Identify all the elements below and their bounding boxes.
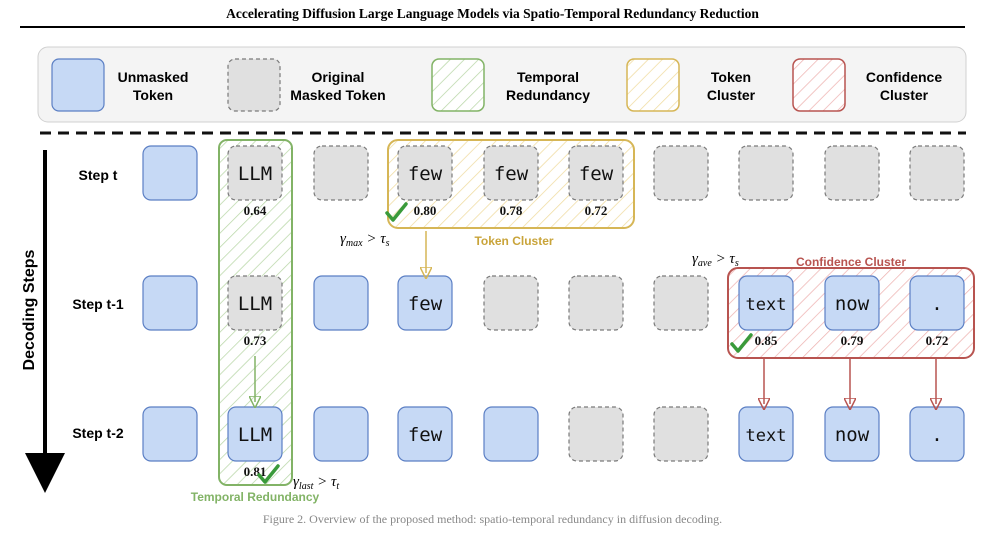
token-text: few	[494, 163, 529, 185]
confidence-value: 0.80	[414, 203, 437, 218]
unmasked-token	[142, 406, 198, 462]
legend-label-temporal-1: Temporal	[517, 69, 579, 85]
legend-item-token-cluster: Token Cluster	[626, 58, 756, 112]
token-text: LLM	[238, 293, 272, 315]
confidence-value: 0.85	[755, 333, 778, 348]
confidence-value: 0.81	[244, 464, 267, 479]
legend-swatch-masked	[227, 58, 281, 112]
masked-token	[568, 406, 624, 462]
token-text: text	[746, 426, 787, 446]
legend-label-confidence-cluster-2: Cluster	[880, 87, 929, 103]
masked-token	[568, 275, 624, 331]
legend-item-temporal: Temporal Redundancy	[431, 58, 590, 112]
legend-swatch-confidence-cluster	[792, 58, 846, 112]
unmasked-token	[824, 275, 880, 331]
confidence-value: 0.72	[585, 203, 608, 218]
header-rule	[20, 26, 965, 28]
check-icon	[257, 464, 280, 484]
confidence-value: 0.64	[244, 203, 267, 218]
check-icon	[730, 333, 753, 353]
token-text: .	[931, 424, 942, 446]
gamma-ave-formula: γave > τs	[692, 251, 739, 269]
confidence-cluster-label: Confidence Cluster	[796, 255, 906, 269]
temporal-redundancy-label: Temporal Redundancy	[191, 490, 320, 504]
unmasked-token	[909, 275, 965, 331]
token-text: text	[746, 295, 787, 315]
unmasked-token	[397, 406, 453, 462]
confidence-value: 0.73	[244, 333, 267, 348]
confidence-value: 0.78	[500, 203, 523, 218]
unmasked-token	[313, 406, 369, 462]
step-label-t: Step t	[79, 167, 118, 183]
legend-label-temporal-2: Redundancy	[506, 87, 590, 103]
confidence-value: 0.72	[926, 333, 949, 348]
legend-swatch-unmasked	[51, 58, 105, 112]
legend-label-unmasked-2: Token	[133, 87, 173, 103]
legend-label-confidence-cluster-1: Confidence	[866, 69, 942, 85]
unmasked-token	[483, 406, 539, 462]
token-text: few	[408, 293, 443, 315]
masked-token	[313, 145, 369, 201]
gamma-last-formula: γlast > τt	[293, 474, 339, 492]
unmasked-token	[313, 275, 369, 331]
paper-header: Accelerating Diffusion Large Language Mo…	[226, 6, 759, 21]
legend-label-token-cluster-2: Cluster	[707, 87, 756, 103]
check-icon	[385, 202, 408, 222]
legend-item-unmasked: Unmasked Token	[51, 58, 189, 112]
token-text: few	[579, 163, 614, 185]
confidence-value: 0.79	[841, 333, 864, 348]
masked-token	[227, 275, 283, 331]
axis-label: Decoding Steps	[21, 249, 38, 370]
masked-token	[738, 145, 794, 201]
figure-caption: Figure 2. Overview of the proposed metho…	[262, 512, 723, 526]
step-label-t-1: Step t-1	[72, 296, 124, 312]
legend-label-unmasked-1: Unmasked	[118, 69, 189, 85]
token-text: now	[835, 424, 870, 446]
legend-item-masked: Original Masked Token	[227, 58, 386, 112]
token-text: few	[408, 424, 443, 446]
legend-swatch-temporal	[431, 58, 485, 112]
unmasked-token	[142, 275, 198, 331]
masked-token	[568, 145, 624, 201]
masked-token	[483, 145, 539, 201]
masked-token	[824, 145, 880, 201]
gamma-max-formula: γmax > τs	[340, 231, 390, 249]
step-label-t-2: Step t-2	[72, 425, 124, 441]
masked-token	[653, 275, 709, 331]
token-text: now	[835, 293, 870, 315]
token-text: .	[931, 293, 942, 315]
token-text: LLM	[238, 163, 272, 185]
masked-token	[653, 406, 709, 462]
legend-label-token-cluster-1: Token	[711, 69, 751, 85]
masked-token	[909, 145, 965, 201]
masked-token	[653, 145, 709, 201]
token-cluster-label: Token Cluster	[474, 234, 553, 248]
token-text: LLM	[238, 424, 272, 446]
legend-label-masked-1: Original	[312, 69, 365, 85]
legend-item-confidence-cluster: Confidence Cluster	[792, 58, 942, 112]
legend-swatch-token-cluster	[626, 58, 680, 112]
masked-token	[397, 145, 453, 201]
unmasked-token	[142, 145, 198, 201]
token-text: few	[408, 163, 443, 185]
masked-token	[227, 145, 283, 201]
masked-token	[483, 275, 539, 331]
unmasked-token	[738, 275, 794, 331]
legend-label-masked-2: Masked Token	[290, 87, 385, 103]
